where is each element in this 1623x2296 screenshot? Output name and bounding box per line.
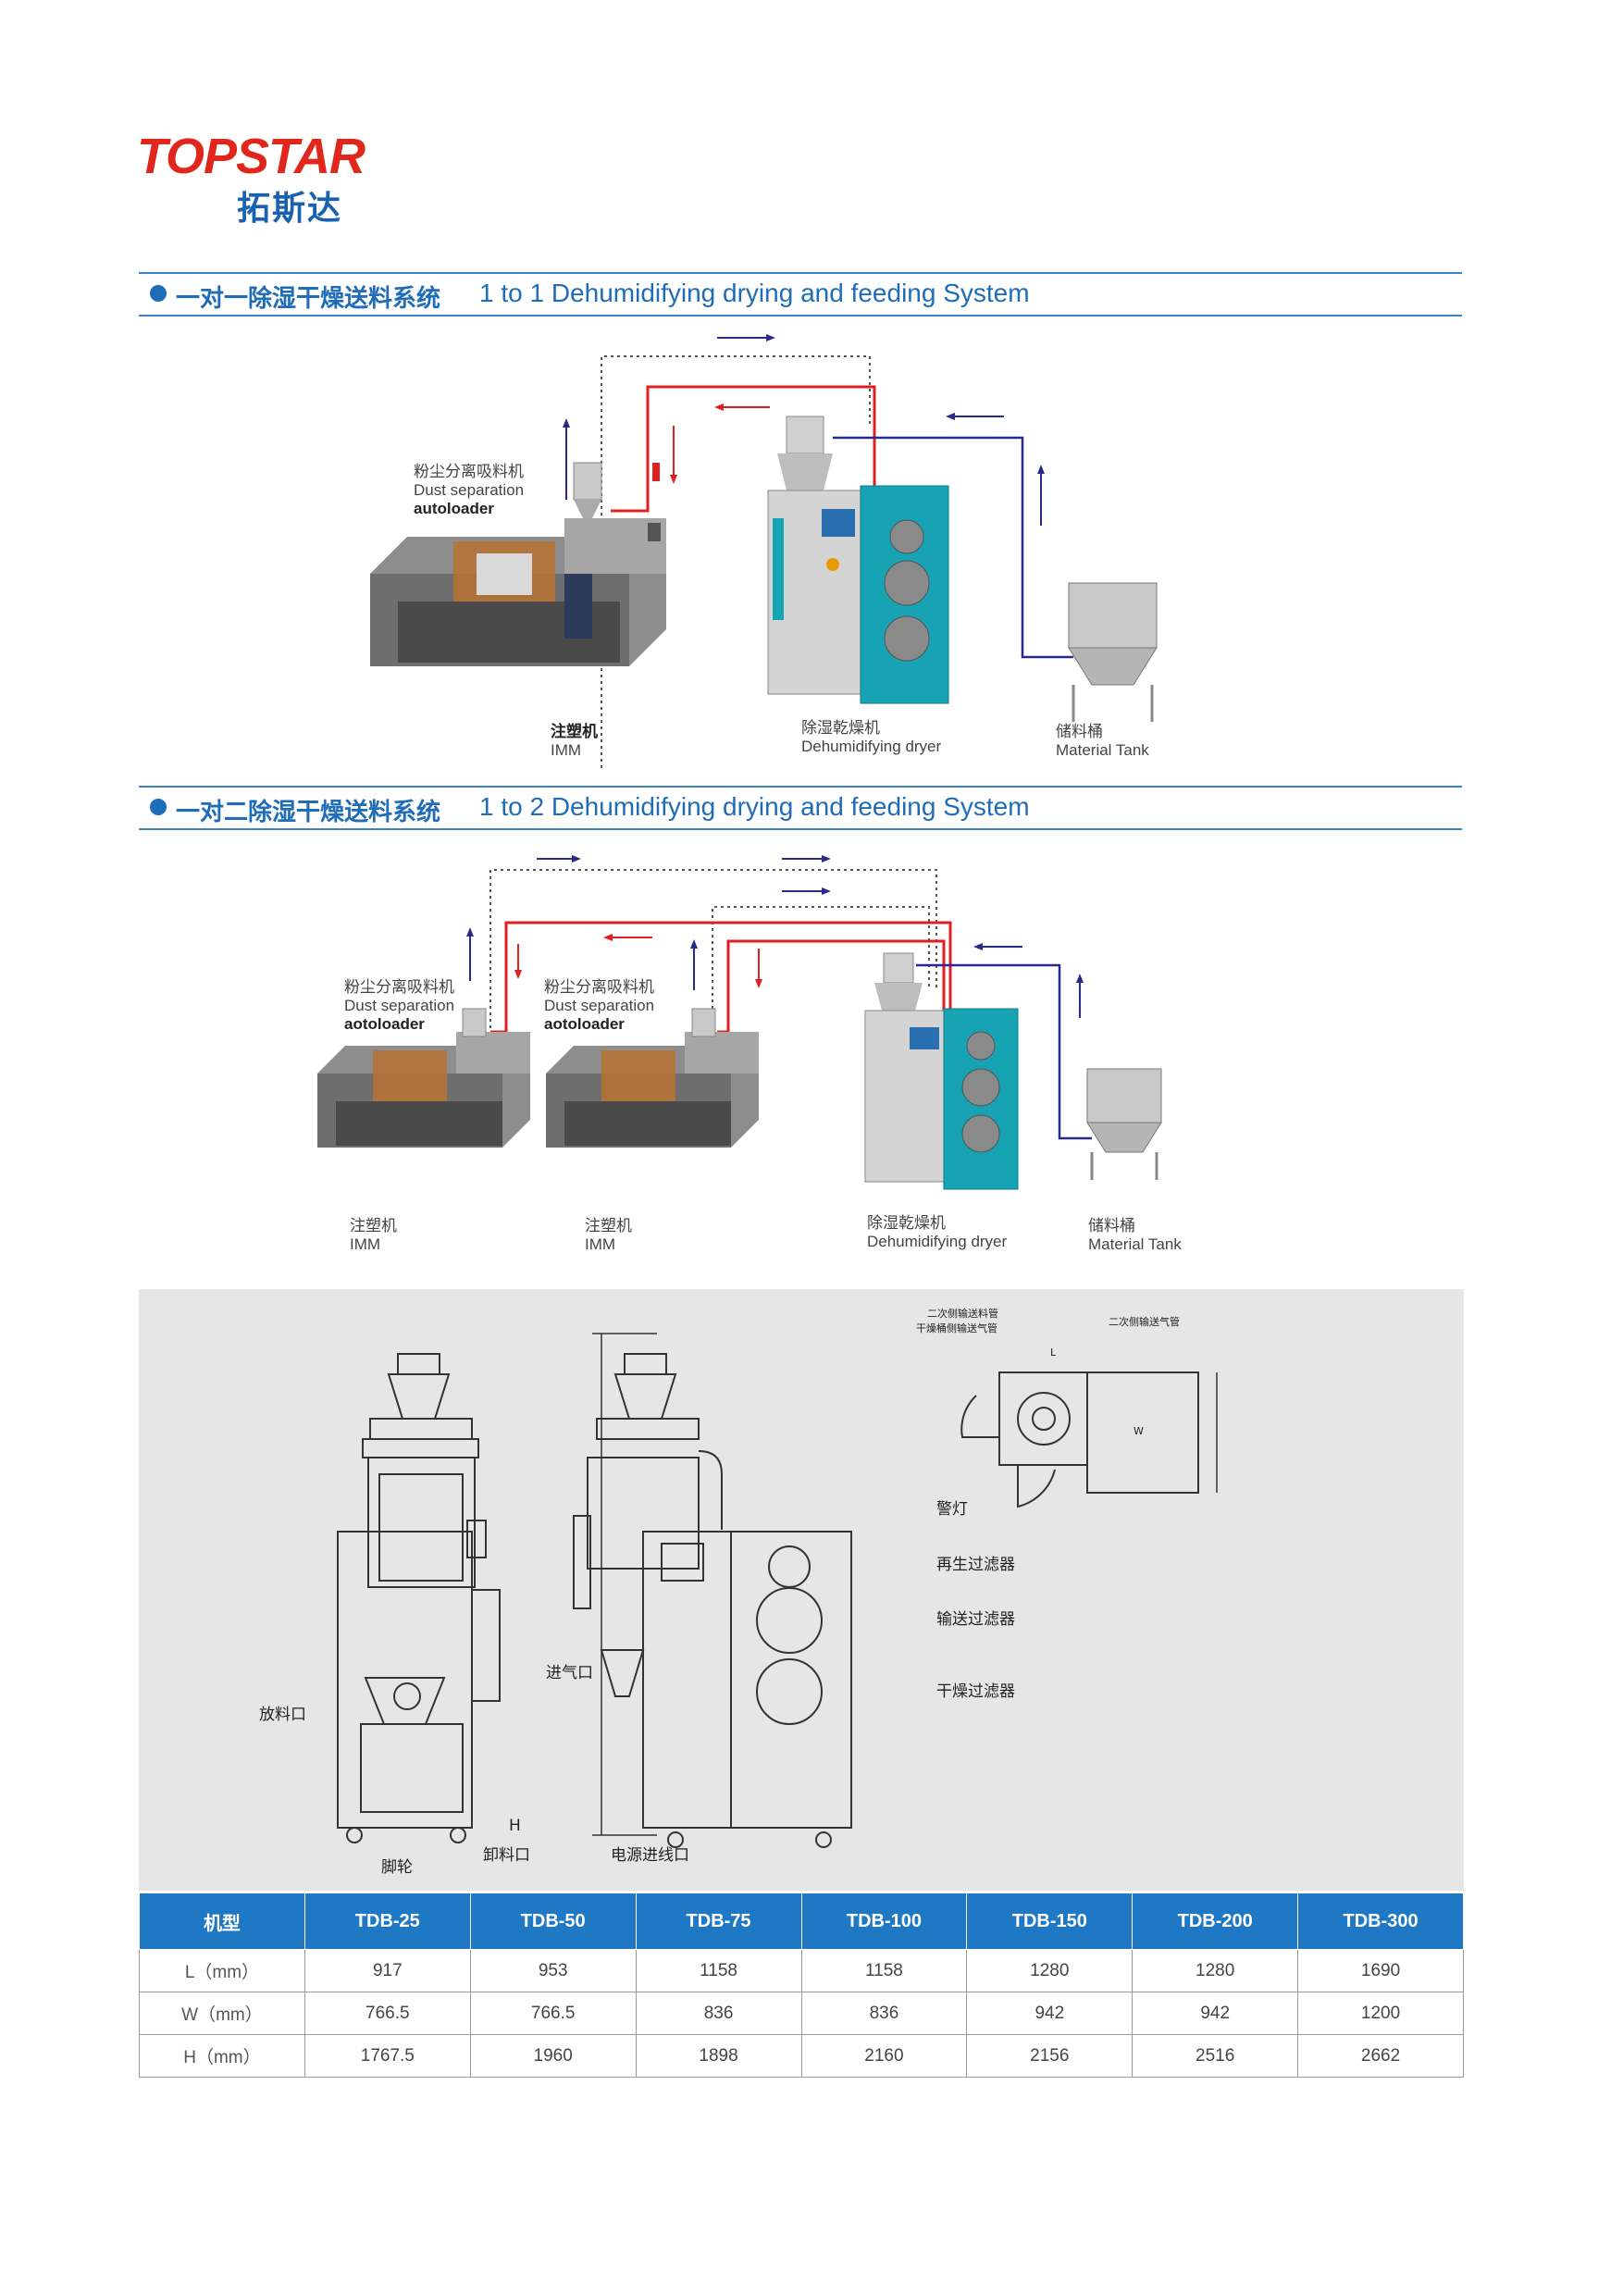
section2-imm2-label: 注塑机 IMM — [585, 1217, 632, 1253]
side-view — [337, 1353, 501, 1843]
table-cell: 2516 — [1132, 2034, 1299, 2078]
dim-label-l: L — [1050, 1347, 1057, 1359]
dehumidifying-dryer — [864, 952, 1019, 1190]
top-callout-2: 干燥桶侧输送气管 — [916, 1322, 997, 1334]
table-cell: 1767.5 — [304, 2034, 471, 2078]
callout-caster: 脚轮 — [381, 1858, 413, 1877]
header-cell: 机型 — [139, 1893, 305, 1950]
table-header-row: 机型 TDB-25 TDB-50 TDB-75 TDB-100 TDB-150 … — [139, 1893, 1464, 1950]
table-cell: 766.5 — [469, 1992, 637, 2035]
section2-dryer-label: 除湿乾燥机 Dehumidifying dryer — [867, 1214, 1008, 1250]
table-cell: 942 — [966, 1992, 1134, 2035]
material-tank — [1086, 1068, 1162, 1180]
table-cell: 1200 — [1297, 1992, 1464, 2035]
callout-unload: 卸料口 — [483, 1846, 530, 1865]
table-cell: 766.5 — [304, 1992, 471, 2035]
section2-header: 一对二除湿干燥送料系统 1 to 2 Dehumidifying drying … — [139, 786, 1462, 830]
table-cell: 1960 — [469, 2034, 637, 2078]
front-view — [573, 1353, 852, 1848]
table-cell: 917 — [304, 1949, 471, 1992]
table-cell: 836 — [635, 1992, 802, 2035]
brand-name-cn: 拓斯达 — [237, 190, 343, 228]
header-cell: TDB-200 — [1132, 1893, 1299, 1950]
header-cell: TDB-75 — [635, 1893, 802, 1950]
section2-title-cn: 一对二除湿干燥送料系统 — [176, 799, 441, 826]
bullet-icon — [150, 799, 167, 815]
table-cell: 1280 — [1132, 1949, 1299, 1992]
dehumidifying-dryer — [767, 416, 949, 704]
table-row: H（mm） 1767.5 1960 1898 2160 2156 2516 26… — [139, 2034, 1464, 2078]
top-callout-3: 二次侧输送气管 — [1109, 1316, 1180, 1328]
material-line-blue — [833, 436, 1073, 659]
section2-loader2-label: 粉尘分离吸料机 Dust separation aotoloader — [544, 978, 655, 1033]
table-cell: 1690 — [1297, 1949, 1464, 1992]
section2-tank-label: 储料桶 Material Tank — [1088, 1217, 1182, 1253]
section1-loader-label: 粉尘分离吸料机 Dust separation autoloader — [414, 463, 525, 517]
header-cell: TDB-300 — [1297, 1893, 1464, 1950]
section2-title-en: 1 to 2 Dehumidifying drying and feeding … — [479, 792, 1030, 821]
header-cell: TDB-50 — [469, 1893, 637, 1950]
section1-imm-label: 注塑机 IMM — [551, 723, 598, 759]
spec-table: 机型 TDB-25 TDB-50 TDB-75 TDB-100 TDB-150 … — [139, 1893, 1464, 2078]
section2-imm1-label: 注塑机 IMM — [350, 1217, 397, 1253]
callout-regen-filter: 再生过滤器 — [936, 1556, 1015, 1574]
material-line-red — [611, 385, 876, 513]
callout-warning-light: 警灯 — [936, 1500, 968, 1519]
section2-diagram — [317, 855, 1162, 1190]
autoloader — [573, 462, 602, 518]
table-cell: W（mm） — [139, 1992, 305, 2035]
callout-dry-filter: 干燥过滤器 — [936, 1682, 1015, 1701]
table-cell: 2662 — [1297, 2034, 1464, 2078]
air-return-line — [489, 869, 937, 1041]
table-cell: 1158 — [635, 1949, 802, 1992]
brand-logo: TOPSTAR 拓斯达 — [137, 128, 396, 230]
autoloader-2 — [691, 1008, 716, 1037]
air-return-line — [601, 355, 871, 768]
technical-drawing-panel: H L W 二次侧输送料管 干燥桶侧输送气管 二次侧输送气管 警灯 再生过滤器 … — [139, 1289, 1464, 1891]
section1-title-cn: 一对一除湿干燥送料系统 — [176, 285, 441, 313]
section2-loader1-label: 粉尘分离吸料机 Dust separation aotoloader — [344, 978, 455, 1033]
table-cell: H（mm） — [139, 2034, 305, 2078]
table-cell: 1158 — [800, 1949, 968, 1992]
callout-power-inlet: 电源进线口 — [611, 1846, 689, 1865]
imm-machine-2 — [546, 1032, 759, 1148]
table-cell: 2156 — [966, 2034, 1134, 2078]
table-row: L（mm） 917 953 1158 1158 1280 1280 1690 — [139, 1949, 1464, 1992]
material-line-blue — [916, 963, 1092, 1140]
dim-label-h: H — [509, 1817, 521, 1835]
table-cell: 942 — [1132, 1992, 1299, 2035]
table-row: W（mm） 766.5 766.5 836 836 942 942 1200 — [139, 1992, 1464, 2035]
table-cell: 2160 — [800, 2034, 968, 2078]
section1-tank-label: 储料桶 Material Tank — [1056, 723, 1149, 759]
section1-diagram — [370, 334, 1158, 768]
table-cell: L（mm） — [139, 1949, 305, 1992]
top-view — [960, 1371, 1218, 1508]
header-cell: TDB-100 — [800, 1893, 968, 1950]
air-return-line — [712, 906, 930, 1041]
callout-air-inlet: 进气口 — [546, 1664, 593, 1682]
technical-drawing — [337, 1333, 1218, 1848]
section1-title-en: 1 to 1 Dehumidifying drying and feeding … — [479, 279, 1030, 307]
autoloader-1 — [462, 1008, 487, 1037]
section1-header: 一对一除湿干燥送料系统 1 to 1 Dehumidifying drying … — [139, 272, 1462, 316]
brand-name-en: TOPSTAR — [137, 129, 365, 184]
header-cell: TDB-25 — [304, 1893, 471, 1950]
dim-label-w: W — [1134, 1425, 1144, 1437]
imm-machine-1 — [317, 1032, 530, 1148]
callout-discharge: 放料口 — [259, 1706, 306, 1724]
top-callout-1: 二次侧输送料管 — [927, 1308, 998, 1320]
header-cell: TDB-150 — [966, 1893, 1134, 1950]
table-cell: 836 — [800, 1992, 968, 2035]
imm-machine — [370, 518, 666, 666]
material-tank — [1068, 582, 1158, 722]
table-cell: 1280 — [966, 1949, 1134, 1992]
bullet-icon — [150, 285, 167, 302]
table-cell: 1898 — [635, 2034, 802, 2078]
section1-dryer-label: 除湿乾燥机 Dehumidifying dryer — [801, 719, 942, 755]
table-cell: 953 — [469, 1949, 637, 1992]
callout-convey-filter: 输送过滤器 — [936, 1610, 1015, 1629]
height-dimension — [592, 1333, 657, 1836]
